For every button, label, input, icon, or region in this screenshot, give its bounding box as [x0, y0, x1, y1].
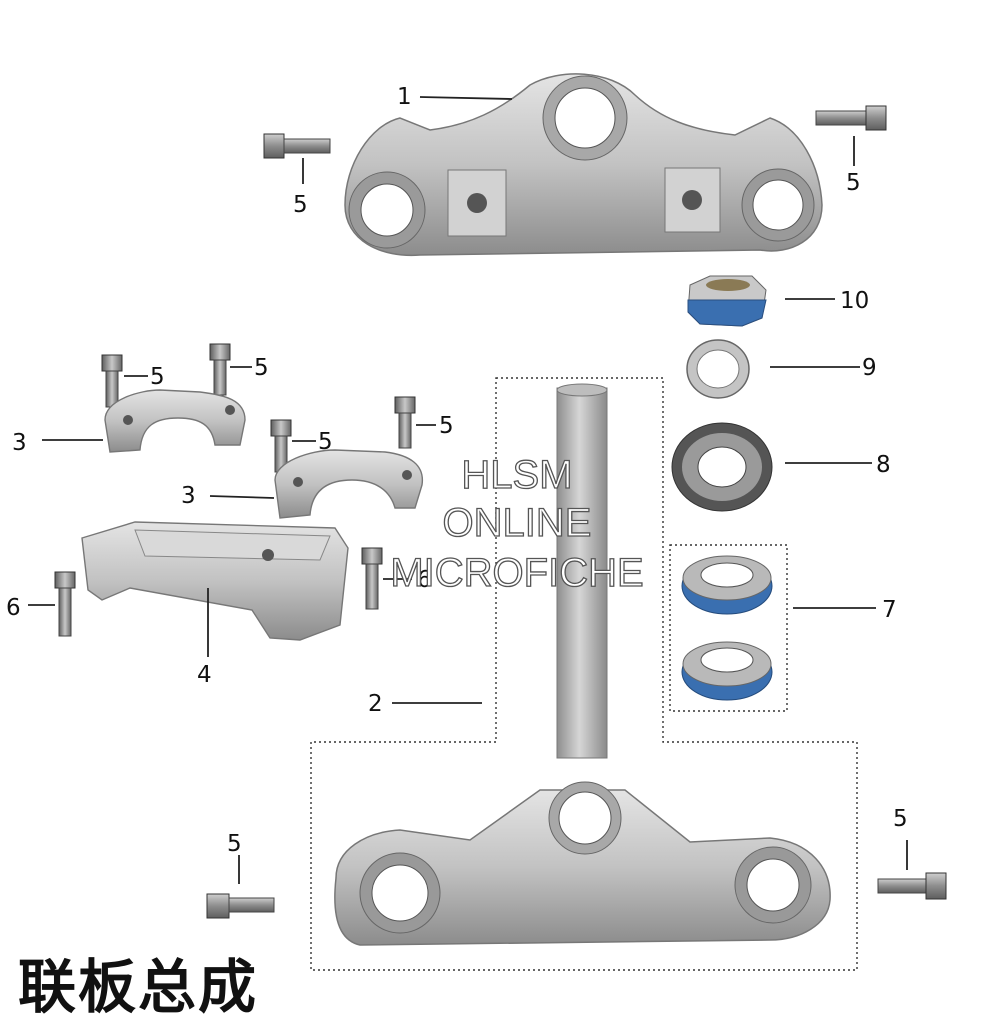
callout-5: 5 [227, 831, 242, 857]
leader-lines [28, 96, 908, 884]
callout-5: 5 [254, 355, 269, 381]
bolt-5-lower-right [877, 872, 947, 900]
callout-5: 5 [439, 413, 454, 439]
callout-1: 1 [397, 84, 412, 110]
bearing-group-dotted-outline [669, 544, 788, 712]
bolt-6-left [54, 571, 76, 637]
bolt-5-clamp-b-right [394, 396, 416, 449]
upper-triple-clamp [344, 73, 823, 257]
leader-1 [419, 96, 513, 100]
watermark-line-2: ONLINE [443, 501, 592, 545]
bolt-5-upper-right [815, 105, 887, 131]
steering-stem-tube [556, 383, 608, 759]
callout-10: 10 [840, 288, 869, 314]
tapered-bearing-upper [681, 555, 773, 615]
callout-6: 6 [6, 595, 21, 621]
tapered-bearing-lower [681, 641, 773, 701]
lock-nut [687, 275, 767, 327]
leader-3b [209, 495, 275, 499]
bolt-5-clamp-b-left [270, 419, 292, 473]
bolt-5-upper-left [263, 133, 331, 159]
handlebar-riser-base [81, 521, 349, 641]
callout-8: 8 [876, 452, 891, 478]
callout-5: 5 [150, 364, 165, 390]
callout-5: 5 [293, 192, 308, 218]
washer [686, 339, 750, 399]
bearing-seal [671, 422, 773, 512]
callout-7: 7 [882, 597, 897, 623]
bolt-5-lower-left [206, 893, 275, 919]
watermark-line-3: MICROFICHE [390, 551, 643, 595]
bolt-5-clamp-a-right [209, 343, 231, 396]
callout-5: 5 [318, 429, 333, 455]
bolt-5-clamp-a-left [101, 354, 123, 408]
diagram-title: 联板总成 [18, 953, 259, 1021]
callout-9: 9 [862, 355, 877, 381]
callout-4: 4 [197, 662, 212, 688]
watermark-line-1: HLSM [461, 453, 572, 497]
bolt-6-right [361, 547, 383, 610]
callout-3: 3 [181, 483, 196, 509]
callout-5: 5 [893, 806, 908, 832]
callout-3: 3 [12, 430, 27, 456]
handlebar-clamp-upper [104, 389, 246, 453]
callout-6: 6 [417, 567, 432, 593]
stem-assembly-dotted-outline [310, 377, 858, 971]
handlebar-clamp-lower [274, 449, 423, 519]
lower-triple-clamp [334, 781, 831, 946]
callout-5: 5 [846, 170, 861, 196]
callout-2: 2 [368, 691, 383, 717]
